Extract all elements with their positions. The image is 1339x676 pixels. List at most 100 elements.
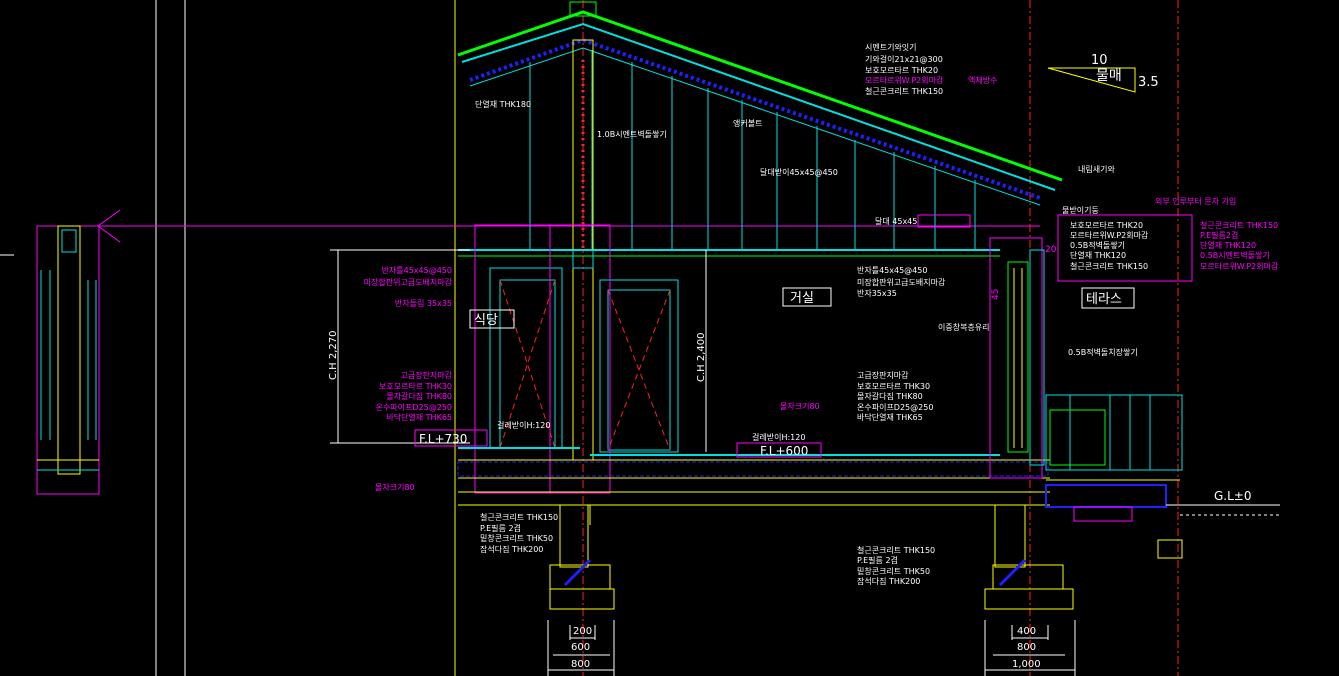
window-frame <box>1007 261 1029 453</box>
living-door-frame <box>599 279 679 453</box>
roof-tiles <box>457 10 1063 182</box>
section-arrow <box>97 225 121 243</box>
ceiling-note: 반자35x35 <box>857 289 897 298</box>
slope-triangle <box>1047 67 1136 93</box>
slab-note: 철근콘크리트 THK150 <box>857 545 935 555</box>
terrace-note: 철근콘크리트 THK150 <box>1070 261 1148 271</box>
footing-dim: 400 <box>1017 626 1036 637</box>
floor-insulation <box>457 461 1049 477</box>
terrace-slab <box>1045 484 1167 508</box>
floor-note: 바닥단열재 THK65 <box>386 412 452 422</box>
right-footing-stem <box>994 504 1026 568</box>
footing-dim: 800 <box>571 659 590 670</box>
terrace-note: 0.5B시멘트벽돌쌓기 <box>1200 250 1270 260</box>
footing-dim: 600 <box>571 642 590 653</box>
floor-note: 몰자갈다짐 THK80 <box>857 391 923 401</box>
spacer-note: 몰자크기80 <box>780 402 820 411</box>
dining-fl: F.L+730 <box>419 432 467 446</box>
ceiling-note: 반자돌림 35x35 <box>395 298 452 308</box>
roof-notes: 시멘트기와잇기 기와걸이21x21@300 보호모르타르 THK20 모르타르위… <box>865 42 997 96</box>
spacer-note: 몰자크기80 <box>375 483 415 492</box>
footing-dim: 1,000 <box>1012 659 1041 670</box>
slab-note: 잡석다짐 THK200 <box>857 576 920 586</box>
right-footing-base <box>992 564 1064 590</box>
roof-note: 기와걸이21x21@300 <box>865 54 943 64</box>
floor-note: 온수파이프D25@250 <box>857 402 933 412</box>
hanger-note: 달대 45x45 <box>875 217 917 226</box>
window-note: 이중창복층유리 <box>938 322 990 332</box>
terrace-note-box <box>1057 214 1193 282</box>
slab-note: P.E필름 2겹 <box>480 523 521 533</box>
floor-note: 바닥단열재 THK65 <box>857 412 923 422</box>
brick-wall <box>1029 249 1045 466</box>
slope-run: 10 <box>1091 53 1108 68</box>
terrace-railing <box>1045 394 1183 471</box>
brick-note: 0.5B적벽돌치장쌓기 <box>1068 347 1138 357</box>
room-dining: 식당 <box>474 313 498 328</box>
roof <box>457 1 1063 206</box>
window-detail-box <box>989 237 1043 479</box>
fascia-note: 내림새기와 <box>1078 164 1115 174</box>
footings <box>549 504 1074 610</box>
floor-notes-right: 고급장판지마감 보호모르타르 THK30 몰자갈다짐 THK80 온수파이프D2… <box>857 370 933 422</box>
terrace-wall-notes-left: 보호모르타르 THK20 모르타르위W.P2회마감 0.5B적벽돌쌓기 단열재 … <box>1070 221 1149 271</box>
section-arrow <box>97 209 121 227</box>
terrace-note: P.E필름2겹 <box>1200 230 1238 240</box>
insulation-note: 단열재 THK180 <box>475 99 531 109</box>
roof-slab <box>461 22 1056 191</box>
living-fl: F.L+600 <box>760 444 808 458</box>
axis-lines <box>0 0 1179 676</box>
dining-detail-box <box>474 224 611 494</box>
ceiling-note: 미장합판위고급도배지마감 <box>857 277 946 287</box>
floor-note: 보호모르타르 THK30 <box>379 382 452 391</box>
labels: 10 물매 3.5 식당 거실 테라스 F.L+730 F.L+600 G.L±… <box>328 42 1279 670</box>
dim-20: 20 <box>1045 245 1057 255</box>
slab-notes-left: 철근콘크리트 THK150 P.E필름 2겹 밑창콘크리트 THK50 잡석다짐… <box>480 512 558 554</box>
left-footing-stem <box>559 504 589 568</box>
gutter-note: 물받이기둥 <box>1062 205 1099 215</box>
dining-label-box <box>469 309 515 329</box>
slab-note: 밑창콘크리트 THK50 <box>480 533 553 543</box>
slope-indicator <box>1047 67 1136 93</box>
footing-dimensions <box>547 620 1076 676</box>
left-column-cap <box>61 229 77 253</box>
dim-45: 45 <box>991 289 1001 300</box>
floor-notes-left: 고급장판지마감 보호모르타르 THK30 몰자갈다짐 THK80 온수파이프D2… <box>376 370 453 422</box>
roof-note-waterproof: 액체방수 <box>968 75 997 85</box>
living-door-leaf <box>607 289 671 451</box>
slab-note: 잡석다짐 THK200 <box>480 544 543 554</box>
exterior-note: 외부 인루부터 문자 기입 <box>1155 196 1236 206</box>
living-label-box <box>782 287 832 307</box>
terrace-zone <box>989 214 1280 559</box>
ceiling-notes-right: 반자틀45x45@450 미장합판위고급도배지마감 반자35x35 <box>857 266 946 298</box>
ceiling-hangers <box>458 50 1000 257</box>
wall-board-note: 1.0B시멘트벽돌쌓기 <box>597 129 667 139</box>
floors <box>457 447 1050 525</box>
baseboard-note: 걸레받이H:120 <box>752 432 805 442</box>
floor-note: 고급장판지마감 <box>857 370 909 380</box>
ceiling-note: 반자틀45x45@450 <box>382 266 452 275</box>
anchor-bolt-note: 앵커볼트 <box>733 118 762 128</box>
terrace-note: 보호모르타르 THK20 <box>1070 221 1143 230</box>
ceiling-notes-left: 반자틀45x45@450 미장합판위고급도배지마감 반자돌림 35x35 <box>364 266 453 308</box>
floor-note: 보호모르타르 THK30 <box>857 382 930 391</box>
terrace-note: 단열재 THK120 <box>1070 250 1126 260</box>
terrace-label-box <box>1081 287 1135 309</box>
terrace-note: 모르타르위W.P2회마감 <box>1070 230 1149 240</box>
terrace-note: 0.5B적벽돌쌓기 <box>1070 240 1125 250</box>
terrace-note: 단열재 THK120 <box>1200 240 1256 250</box>
terrace-note: 모르타르위W.P2회마감 <box>1200 261 1279 271</box>
roof-note: 모르타르위W.P2회마감 <box>865 75 944 85</box>
slab-notes-right: 철근콘크리트 THK150 P.E필름 2겹 밑창콘크리트 THK50 잡석다짐… <box>857 545 935 586</box>
slope-rise: 3.5 <box>1138 75 1159 90</box>
living-ceiling-height: C.H 2,400 <box>696 333 707 383</box>
ceiling-note: 반자틀45x45@450 <box>857 266 927 275</box>
slab-note: P.E필름 2겹 <box>857 555 898 565</box>
dining-ceiling-height: C.H 2,270 <box>328 331 339 381</box>
roof-underside <box>469 47 1041 206</box>
left-column <box>57 225 81 475</box>
ceiling-note: 미장합판위고급도배지마감 <box>364 277 453 287</box>
footing-dim: 800 <box>1017 642 1036 653</box>
rafter-note: 달대받이45x45@450 <box>760 167 838 177</box>
